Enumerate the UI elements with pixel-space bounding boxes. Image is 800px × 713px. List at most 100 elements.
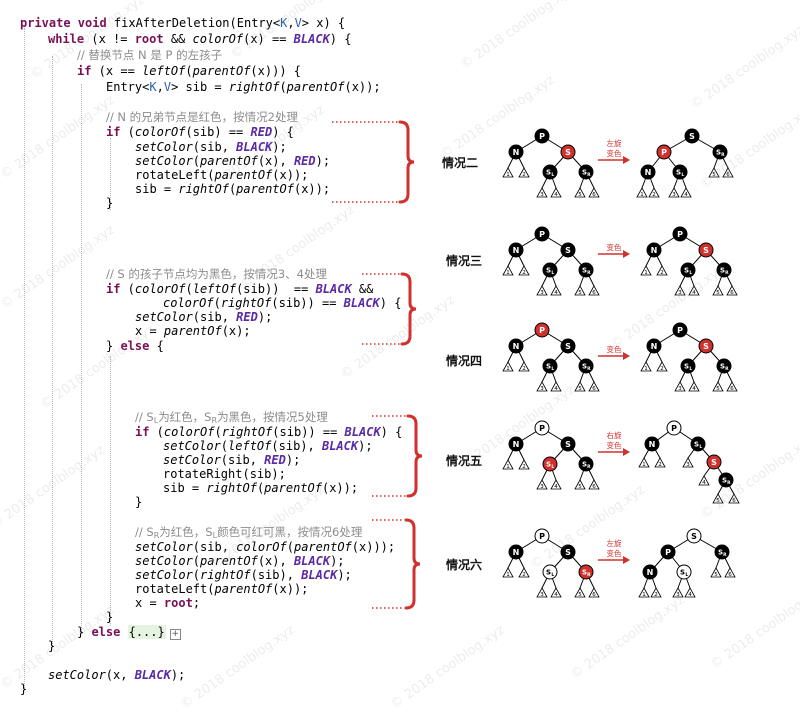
tree-node [660,544,676,560]
subtree-label: 2 [522,464,526,470]
constant: RED [293,154,316,168]
code-line: setColor(sib, RED); [135,310,272,324]
subtree-triangle [502,265,514,276]
constant: BLACK [236,140,273,154]
code-text: Entry< [106,80,150,94]
subtree-triangle [724,567,736,578]
subtree-triangle [712,381,724,392]
keyword: else [120,339,150,353]
code-text: ); [315,154,331,168]
subtree-label: 6 [726,172,730,178]
subtree-label: 2 [522,366,526,372]
node-label: P [539,532,545,541]
subtree-triangle [640,361,652,372]
case-label: 情况四 [446,354,483,368]
node-label: S [582,569,587,577]
node-label: P [539,230,545,239]
transition-label: 左旋 [607,138,622,148]
expand-fold-icon[interactable]: + [169,629,181,640]
subtree-label: 5 [716,290,720,296]
code-text: } [77,625,92,639]
subtree-triangle [574,587,586,598]
tree-node [534,226,550,242]
subtree-label: 1 [506,366,510,372]
code-line: x = root; [135,596,200,610]
node-label-subscript: R [587,172,591,178]
tree-node [646,338,662,354]
subtree-label: 3 [672,192,676,198]
code-text: ); [257,310,273,324]
subtree-triangle [518,459,530,470]
node-label: P [677,326,683,335]
node-label: S [703,246,709,255]
code-line: // SL为红色，SR为黑色，按情况5处理 [135,410,328,425]
tree-node [534,420,550,436]
subtree-triangle [502,459,514,470]
subtree-triangle [536,285,548,296]
code-line: while (x != root && colorOf(x) == BLACK)… [48,32,351,46]
tree-node [640,164,656,180]
code-text: (x)); [344,80,381,94]
tree-node [676,564,692,580]
node-label: N [513,246,520,255]
tree-node [644,436,660,452]
code-text: (x); [221,324,251,338]
tree-node [508,544,524,560]
arrowhead [623,556,630,564]
comment: // S [135,525,154,539]
code-text: rotateLeft( [135,168,215,182]
method-call: rightOf [178,182,229,196]
tree-node [578,456,594,472]
subtree-label: 4 [554,386,558,392]
code-line: setColor(sib, colorOf(parentOf(x))); [135,540,395,554]
code-line: // S 的孩子节点均为黑色，按情况3、4处理 [106,267,327,281]
subtree-label: 3 [686,462,690,468]
function-name: fixAfterDeletion [113,16,230,30]
folded-code-block[interactable]: {...} [127,625,166,639]
generic-type: V [294,16,302,30]
code-text: (sib)) == [236,282,316,296]
comment-subscript: R [211,416,218,425]
node-label-subscript: L [699,444,702,450]
node-label: N [513,548,520,557]
tree-node [686,528,702,544]
tree-node [508,338,524,354]
comment-subscript: R [153,531,160,540]
indent-guide [81,84,82,634]
code-text: ( [185,282,193,296]
subtree-label: 6 [730,290,734,296]
subtree-label: 3 [540,386,544,392]
code-text: x = [135,596,164,610]
constant: RED [250,125,273,139]
tree-node [508,436,524,452]
curly-bracket [400,272,417,346]
node-label-subscript: R [727,480,731,486]
node-label: N [513,148,520,157]
subtree-triangle [668,187,680,198]
subtree-label: 1 [640,192,644,198]
tree-node [672,226,688,242]
code-text: ) { [379,296,402,310]
code-text: rotateLeft( [135,582,215,596]
subtree-triangle [588,285,600,296]
constant: BLACK [315,282,352,296]
node-label: S [691,532,697,541]
keyword: while [48,32,85,46]
code-text: (x), [257,554,294,568]
node-label: S [582,169,587,177]
code-line: } [106,196,113,210]
tree-node [680,358,696,374]
node-label-subscript: R [587,366,591,372]
constant: BLACK [293,32,330,46]
constant: BLACK [321,439,359,453]
subtree-label: 2 [660,366,664,372]
code-text: (sib, [192,140,237,154]
tree-node [560,338,576,354]
case-label: 情况二 [442,156,479,170]
subtree-label: 2 [654,592,658,598]
subtree-triangle [536,479,548,490]
code-line: // N 的兄弟节点是红色，按情况2处理 [106,110,298,124]
method-call: parentOf [214,168,273,182]
